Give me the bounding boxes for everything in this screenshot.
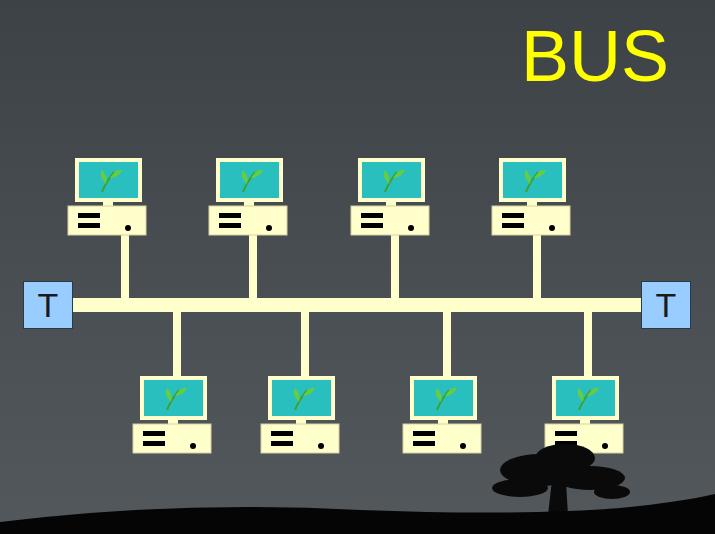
title: BUS [521,20,669,92]
terminator-label: T [656,288,677,322]
bus-backbone [73,298,641,312]
tree-silhouette [492,444,630,515]
computer-icon [351,160,429,235]
terminator-box: T [23,281,73,329]
computer-icon [403,378,481,453]
computer-icon [545,378,623,453]
ground-hill [0,494,715,534]
terminator-box: T [641,281,691,329]
terminator-label: T [38,288,59,322]
computer-icon [133,378,211,453]
computer-icon [492,160,570,235]
computer-icon [68,160,146,235]
computer-icon [209,160,287,235]
computer-icon [261,378,339,453]
